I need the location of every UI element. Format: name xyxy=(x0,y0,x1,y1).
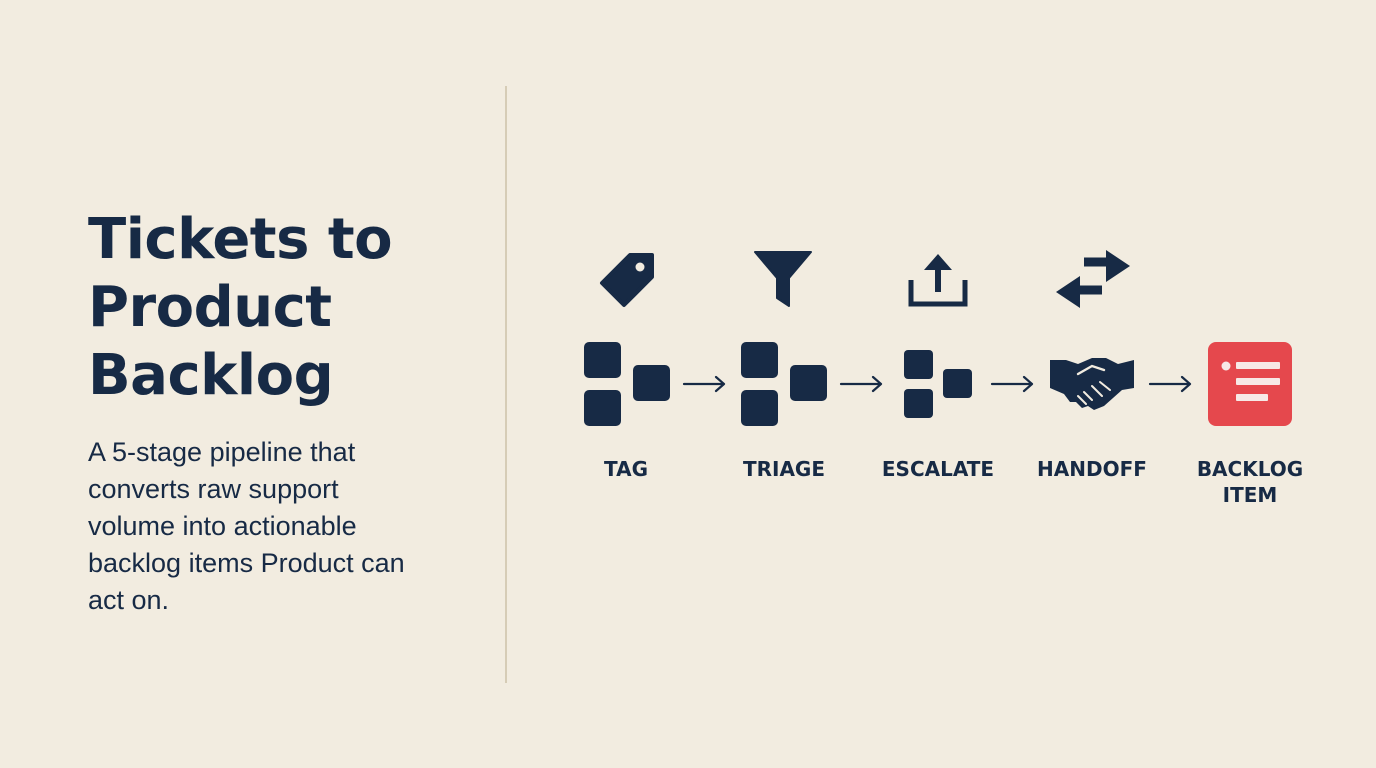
description-line: A 5-stage pipeline that xyxy=(88,437,356,467)
intro-panel: Tickets to Product Backlog A 5-stage pip… xyxy=(88,206,488,619)
stage-blocks-triage xyxy=(741,342,827,426)
stage-label-line: ESCALATE xyxy=(881,457,995,481)
description: A 5-stage pipeline that converts raw sup… xyxy=(88,434,488,619)
tag-icon xyxy=(600,253,654,307)
arrow-right-icon xyxy=(990,375,1034,393)
page-title: Tickets to Product Backlog xyxy=(88,206,488,410)
stage-blocks-tag xyxy=(584,342,670,426)
stage-label-backlog-item: BACKLOG ITEM xyxy=(1170,456,1330,508)
swap-arrows-icon xyxy=(1056,250,1130,308)
handshake-icon xyxy=(1050,358,1134,410)
stage-label-line: TAG xyxy=(604,457,648,481)
upload-icon xyxy=(908,254,968,307)
title-line: Product xyxy=(88,275,332,340)
stage-label-line: BACKLOG xyxy=(1196,457,1304,481)
backlog-card-icon xyxy=(1208,342,1292,426)
stage-label-triage: TRIAGE xyxy=(704,456,864,482)
title-line: Tickets to xyxy=(88,207,393,272)
description-line: act on. xyxy=(88,585,170,615)
stage-label-line: ITEM xyxy=(1222,483,1278,507)
description-line: volume into actionable xyxy=(88,511,357,541)
stage-label-line: TRIAGE xyxy=(742,457,826,481)
stage-blocks-escalate xyxy=(904,350,972,418)
stage-label-line: HANDOFF xyxy=(1037,457,1147,481)
title-line: Backlog xyxy=(88,343,334,408)
stage-label-tag: TAG xyxy=(546,456,706,482)
description-line: converts raw support xyxy=(88,474,339,504)
vertical-divider xyxy=(505,86,507,683)
arrow-right-icon xyxy=(839,375,883,393)
arrow-right-icon xyxy=(1148,375,1192,393)
stage-label-escalate: ESCALATE xyxy=(858,456,1018,482)
arrow-right-icon xyxy=(682,375,726,393)
funnel-icon xyxy=(754,251,812,307)
description-line: backlog items Product can xyxy=(88,548,405,578)
stage-label-handoff: HANDOFF xyxy=(1012,456,1172,482)
